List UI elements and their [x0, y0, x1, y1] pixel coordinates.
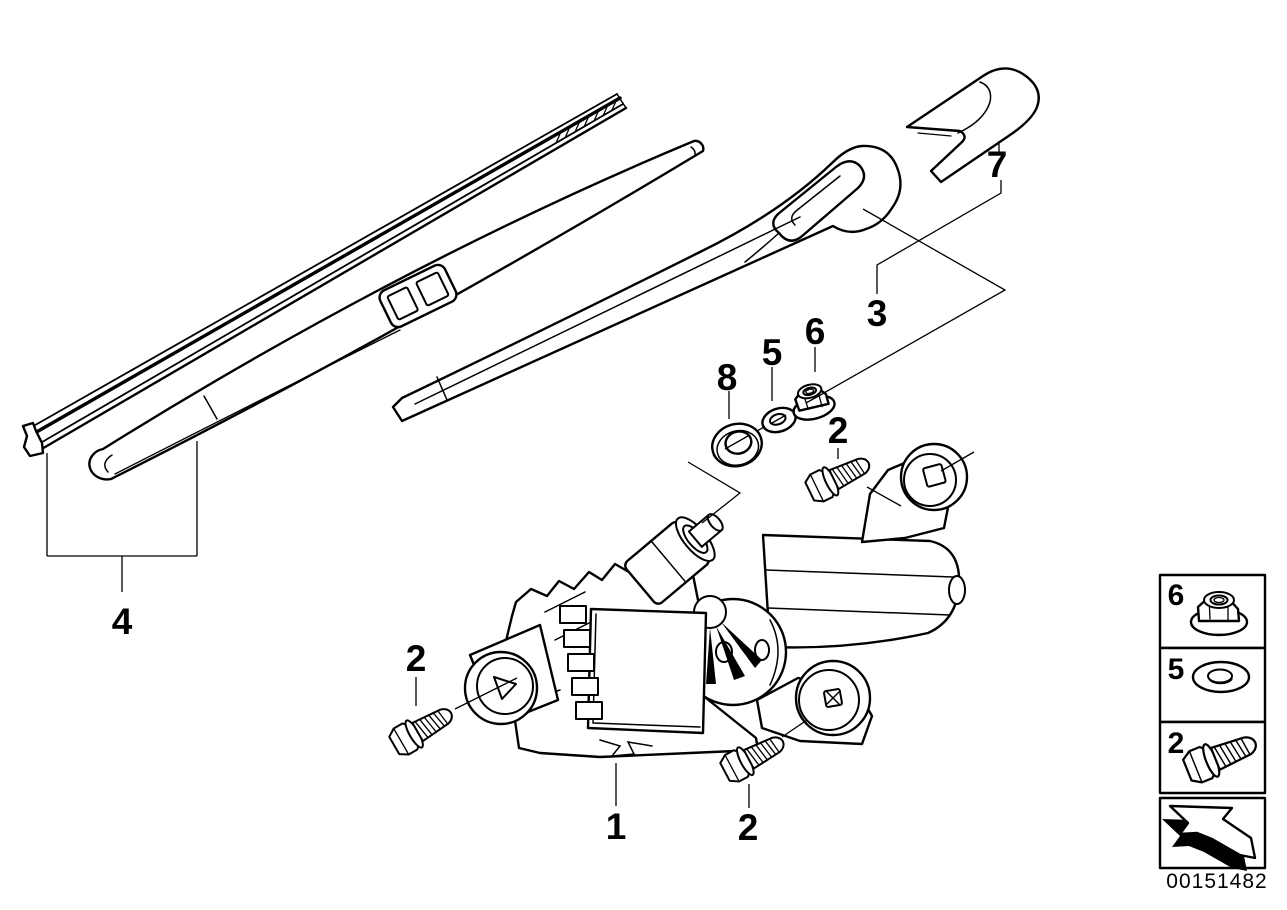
leader-lines	[46, 141, 1002, 808]
blade-set-bracket	[46, 441, 198, 592]
wiper-blade	[88, 139, 705, 481]
motor-module-box	[586, 607, 708, 735]
wiper-motor-assembly	[463, 442, 969, 759]
back-arrow-icon	[1162, 804, 1257, 871]
callout-4[interactable]: 4	[112, 601, 133, 642]
motor-can	[761, 533, 961, 649]
legend-item-bolt[interactable]: 2	[1158, 720, 1267, 795]
arm-hook-slot	[772, 160, 866, 242]
legend-item-washer[interactable]: 5	[1158, 646, 1267, 724]
flange-nut-part	[792, 383, 836, 421]
callout-7[interactable]: 7	[987, 144, 1008, 185]
nav-arrow-box[interactable]	[1158, 796, 1267, 871]
callout-5[interactable]: 5	[762, 332, 783, 373]
wiper-shaft-spindle	[624, 513, 724, 605]
shaft-cover-grommet	[711, 422, 763, 468]
bolt-upper	[801, 447, 877, 507]
callout-2-lower[interactable]: 2	[738, 807, 759, 848]
callout-2-upper[interactable]: 2	[828, 410, 849, 451]
legend-label-6: 6	[1168, 579, 1185, 612]
refill-end-cap	[21, 421, 45, 458]
flange-nut-icon	[1189, 591, 1249, 637]
wiper-arm	[391, 144, 902, 423]
wiper-rubber-refill	[21, 93, 628, 458]
washer-part	[761, 406, 797, 434]
callout-8[interactable]: 8	[717, 357, 738, 398]
spindle-axis-line	[687, 461, 742, 524]
bolt-left	[385, 698, 460, 760]
axis-through-holes	[724, 392, 825, 450]
legend-label-5: 5	[1168, 653, 1185, 686]
arm-end-cap	[905, 67, 1040, 184]
callout-2-left[interactable]: 2	[406, 638, 427, 679]
callout-3[interactable]: 3	[867, 293, 888, 334]
callout-6[interactable]: 6	[805, 311, 826, 352]
legend-item-nut[interactable]: 6	[1158, 573, 1267, 650]
blade-adapter-clip	[378, 263, 458, 329]
diagram-code: 00151482	[1166, 870, 1267, 893]
callout-1[interactable]: 1	[606, 806, 627, 847]
washer-icon	[1191, 660, 1251, 694]
legend-label-2: 2	[1168, 727, 1185, 760]
